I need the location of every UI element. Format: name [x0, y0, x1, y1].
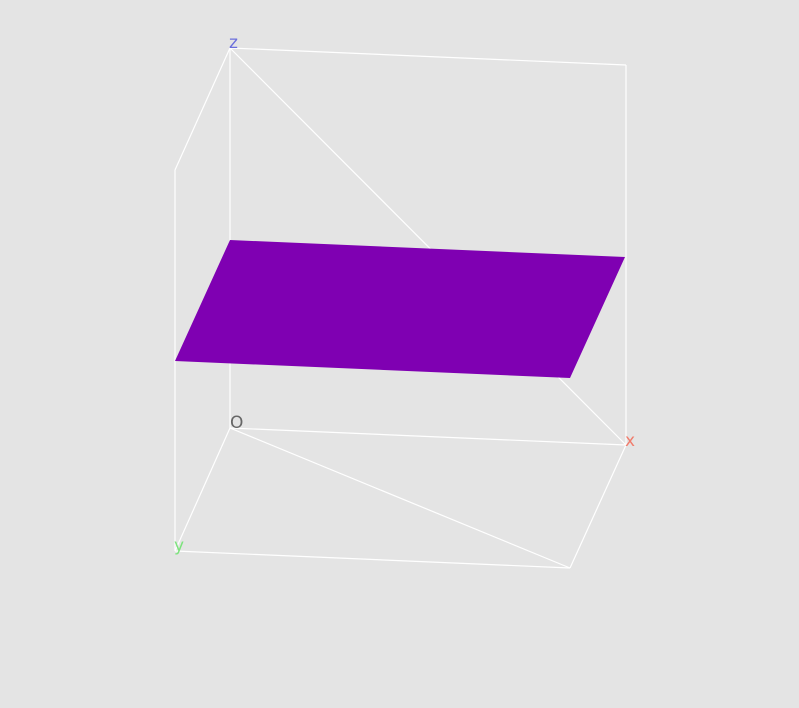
edge-top-left [174, 47, 231, 171]
edge-x-axis [229, 427, 627, 446]
x-axis-label: x [625, 431, 635, 451]
origin-label: O [230, 413, 243, 433]
bounding-box [174, 47, 627, 569]
z-axis-label: z [229, 33, 238, 53]
edge-y-axis [174, 427, 231, 552]
plane-surface [175, 240, 625, 378]
edge-bottom-front [174, 550, 571, 569]
edge-bottom-right [569, 444, 627, 569]
edge-top-back [229, 47, 627, 66]
edge-bottom-diagonal [229, 427, 571, 569]
edge-back-diagonal [229, 47, 627, 446]
y-axis-label: y [174, 536, 184, 556]
